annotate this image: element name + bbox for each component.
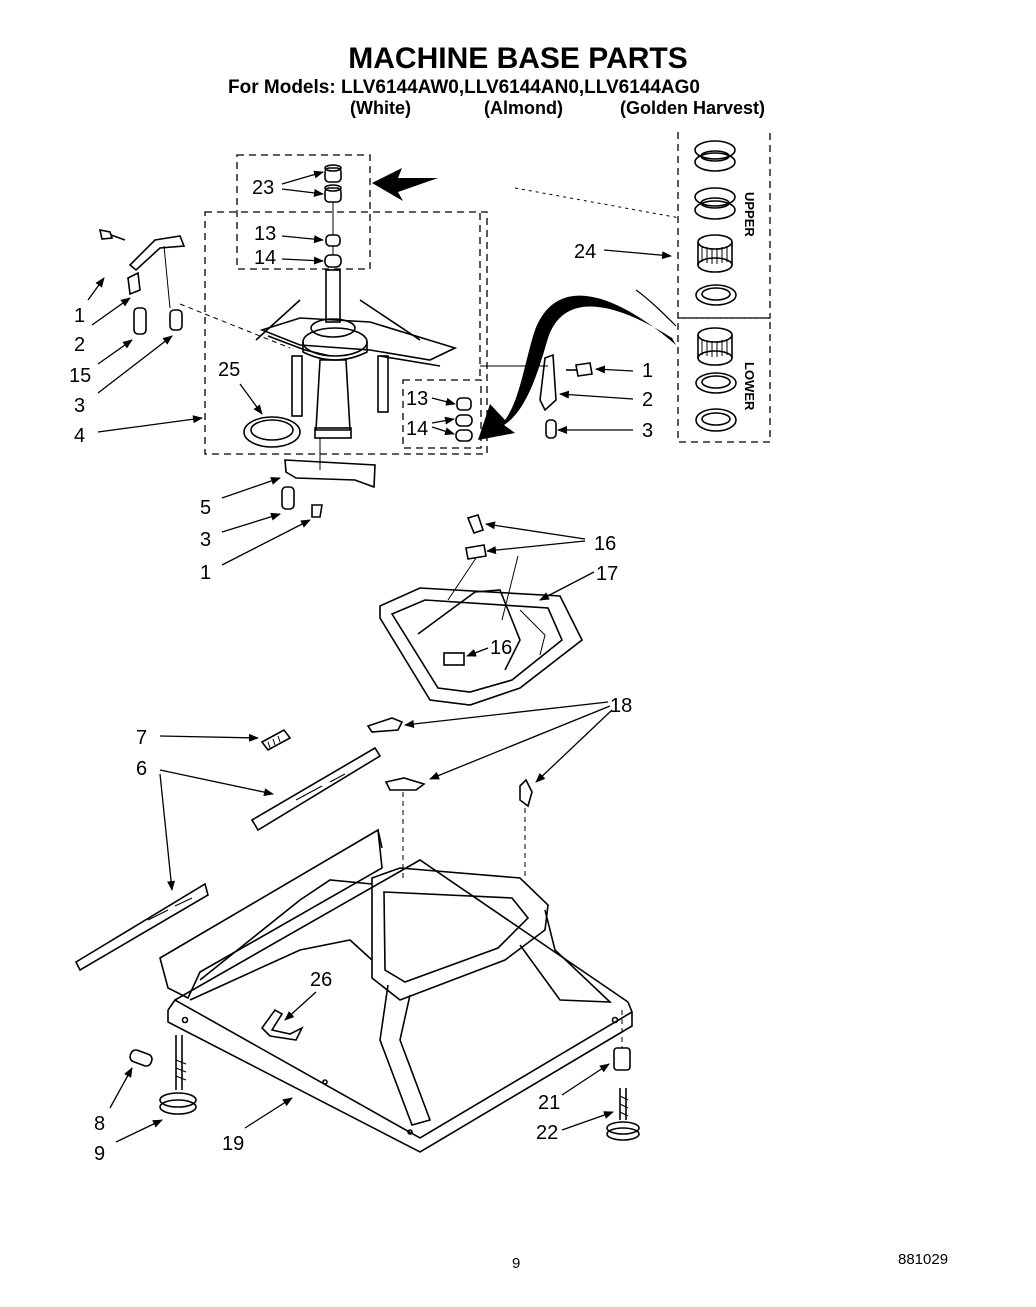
callout-1-right: 1 xyxy=(642,360,653,382)
part-5-bracket xyxy=(281,438,376,518)
page-title: MACHINE BASE PARTS xyxy=(348,42,688,75)
callout-21: 21 xyxy=(538,1092,560,1114)
bearing-box xyxy=(236,154,371,270)
callout-numbers: 23 13 14 1 2 15 3 4 25 24 1 2 3 13 14 5 … xyxy=(69,177,653,1165)
part-26-clip xyxy=(260,1008,304,1041)
callout-2-left: 2 xyxy=(74,334,85,356)
machine-base xyxy=(159,828,633,1153)
upper-ring xyxy=(695,284,737,306)
callout-7: 7 xyxy=(136,727,147,749)
callout-13-lower: 13 xyxy=(406,388,428,410)
upper-label: UPPER xyxy=(742,192,757,237)
part-25-ring xyxy=(243,416,301,448)
part-18-clips xyxy=(366,717,533,880)
part-6-rails xyxy=(74,746,382,972)
callout-1-bracket: 1 xyxy=(200,562,211,584)
seal-kit-box xyxy=(677,132,771,443)
callout-17: 17 xyxy=(596,563,618,585)
lower-ring-1 xyxy=(695,372,737,394)
callout-13-top: 13 xyxy=(254,223,276,245)
part-17-frame xyxy=(379,555,584,706)
callout-9: 9 xyxy=(94,1143,105,1165)
upper-seal-1 xyxy=(694,140,736,172)
lower-label: LOWER xyxy=(742,362,757,411)
mechanism-box xyxy=(204,211,488,455)
callout-3-right: 3 xyxy=(642,420,653,442)
part-16-clips xyxy=(443,514,487,666)
callout-19: 19 xyxy=(222,1133,244,1155)
dashed-group-boxes xyxy=(204,154,488,455)
lower-ring-2 xyxy=(695,408,737,432)
callout-23: 23 xyxy=(252,177,274,199)
variant-almond: (Almond) xyxy=(484,98,563,118)
callout-6: 6 xyxy=(136,758,147,780)
callout-24: 24 xyxy=(574,241,596,263)
upper-seal-2 xyxy=(694,187,736,220)
front-right-leg xyxy=(606,1010,640,1141)
part-7-spring xyxy=(260,728,292,752)
callout-16-top: 16 xyxy=(594,533,616,555)
callout-25: 25 xyxy=(218,359,240,381)
callout-18: 18 xyxy=(610,695,632,717)
callout-leaders xyxy=(87,170,672,1143)
callout-8: 8 xyxy=(94,1113,105,1135)
callout-3-bracket: 3 xyxy=(200,529,211,551)
lower-gear-seal xyxy=(697,327,733,366)
callout-1-left: 1 xyxy=(74,305,85,327)
callout-14-top: 14 xyxy=(254,247,276,269)
callout-15: 15 xyxy=(69,365,91,387)
callout-2-right: 2 xyxy=(642,389,653,411)
transmission-assembly xyxy=(255,269,458,439)
upper-gear-seal xyxy=(697,234,733,273)
callout-22: 22 xyxy=(536,1122,558,1144)
callout-3-left: 3 xyxy=(74,395,85,417)
bearing-stack xyxy=(324,164,342,268)
front-left-leg xyxy=(129,1035,197,1115)
large-curved-arrow xyxy=(478,295,676,440)
right-bracket-hardware xyxy=(480,353,593,439)
page-number: 9 xyxy=(512,1255,521,1272)
left-bracket-hardware xyxy=(98,228,291,349)
variant-white: (White) xyxy=(350,98,411,118)
variant-golden-harvest: (Golden Harvest) xyxy=(620,98,766,118)
kit-leader xyxy=(514,187,681,219)
models-line: For Models: LLV6144AW0,LLV6144AN0,LLV614… xyxy=(228,77,700,98)
large-arrow-upper xyxy=(372,168,438,201)
callout-5: 5 xyxy=(200,497,211,519)
callout-14-lower: 14 xyxy=(406,418,428,440)
callout-26: 26 xyxy=(310,969,332,991)
callout-16-frame: 16 xyxy=(490,637,512,659)
document-code: 881029 xyxy=(898,1251,949,1268)
small-bearing-box xyxy=(402,379,482,449)
callout-4: 4 xyxy=(74,425,85,447)
small-bearings xyxy=(455,397,473,442)
